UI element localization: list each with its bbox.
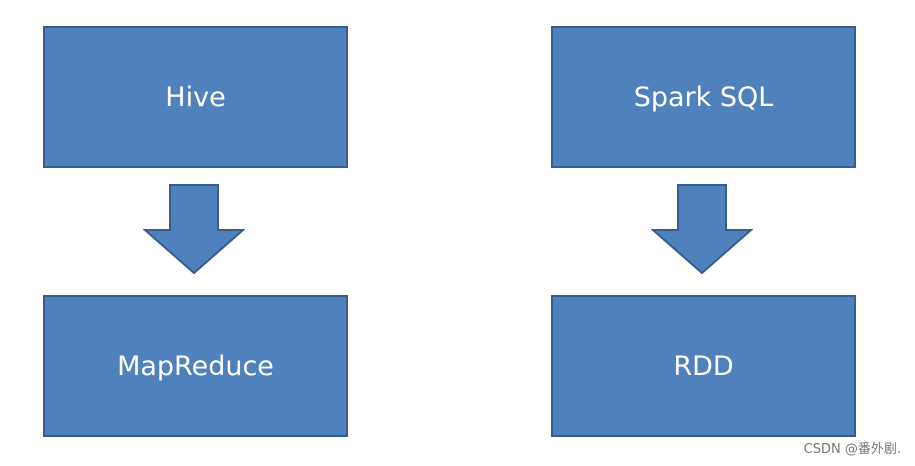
spark-sql-label: Spark SQL <box>633 81 774 113</box>
rdd-label: RDD <box>673 350 734 382</box>
watermark-text: CSDN @番外剧. <box>803 442 901 457</box>
down-arrow-icon <box>143 184 245 275</box>
hive-box: Hive <box>43 26 348 168</box>
mapreduce-box: MapReduce <box>43 295 348 437</box>
spark-sql-box: Spark SQL <box>551 26 856 168</box>
rdd-box: RDD <box>551 295 856 437</box>
hive-label: Hive <box>165 81 226 113</box>
mapreduce-label: MapReduce <box>117 350 274 382</box>
down-arrow-icon <box>651 184 753 275</box>
